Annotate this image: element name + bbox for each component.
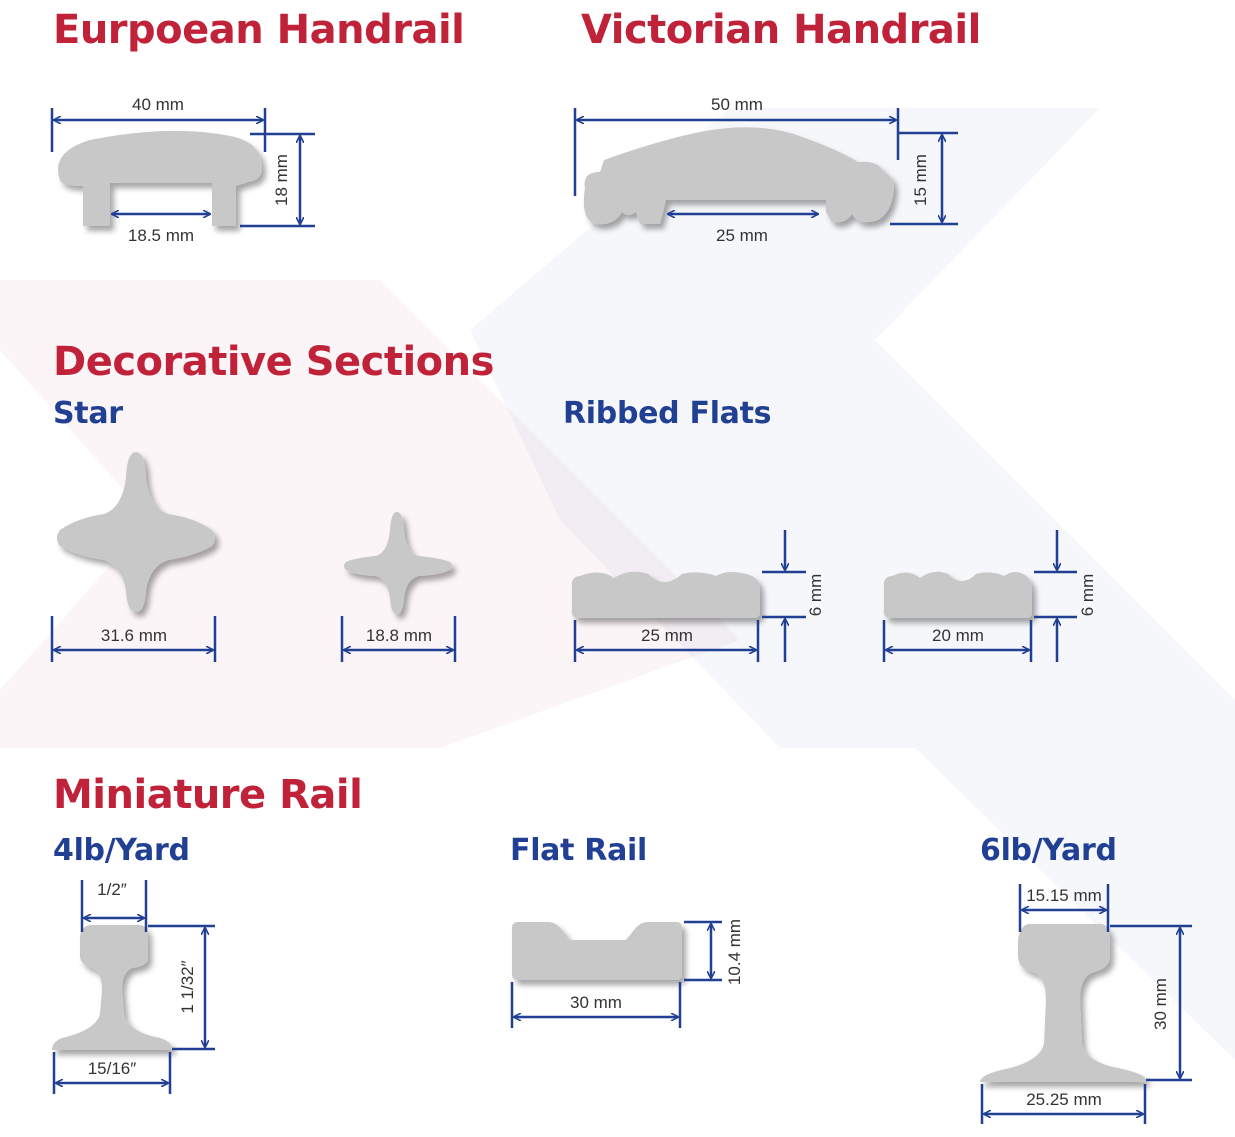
large-star-profile (57, 452, 215, 612)
victorian-height-label: 15 mm (911, 154, 930, 206)
victorian-handrail-diagram: 50 mm 15 mm 25 mm (573, 95, 958, 245)
six-lb-yard-label: 6lb/Yard (980, 833, 1117, 868)
ribbed-flats-diagram: 25 mm 6 mm 20 mm 6 mm (572, 530, 1097, 662)
ribbed-flat-narrow-profile (884, 571, 1032, 618)
blue-chevron (470, 108, 1235, 1060)
victorian-gap-label: 25 mm (716, 226, 768, 245)
six-lb-head-width-label: 15.15 mm (1026, 886, 1102, 905)
european-handrail-title: Eurpoean Handrail (53, 7, 465, 53)
red-chevron (0, 280, 740, 748)
miniature-rail-title: Miniature Rail (53, 772, 363, 818)
four-lb-yard-diagram: 1/2″ 1 1/32″ 15/16″ (52, 880, 215, 1094)
flat-rail-height-label: 10.4 mm (725, 919, 744, 985)
ribbed-wide-width-label: 25 mm (641, 626, 693, 645)
six-lb-yard-diagram: 15.15 mm 30 mm 25.25 mm (980, 884, 1192, 1124)
european-handrail-diagram: 40 mm 18 mm 18.5 mm (50, 95, 315, 245)
four-lb-height-label: 1 1/32″ (178, 960, 197, 1013)
small-star-profile (344, 512, 452, 614)
six-lb-base-width-label: 25.25 mm (1026, 1090, 1102, 1109)
flat-rail-profile (512, 922, 682, 980)
ribbed-flat-wide-profile (572, 571, 760, 618)
ribbed-narrow-width-label: 20 mm (932, 626, 984, 645)
small-star-width-label: 18.8 mm (366, 626, 432, 645)
european-gap-label: 18.5 mm (128, 226, 194, 245)
large-star-width-label: 31.6 mm (101, 626, 167, 645)
victorian-width-label: 50 mm (711, 95, 763, 114)
ribbed-flats-label: Ribbed Flats (563, 396, 772, 431)
six-lb-rail-profile (980, 924, 1146, 1082)
decorative-sections-title: Decorative Sections (53, 339, 494, 385)
star-label: Star (53, 396, 123, 431)
four-lb-head-width-label: 1/2″ (97, 880, 127, 899)
star-diagram: 31.6 mm 18.8 mm (50, 452, 457, 662)
four-lb-rail-profile (52, 925, 172, 1050)
victorian-handrail-profile (583, 127, 894, 225)
ribbed-wide-height-label: 6 mm (806, 574, 825, 617)
four-lb-base-width-label: 15/16″ (88, 1059, 137, 1078)
flat-rail-label: Flat Rail (510, 833, 648, 868)
flat-rail-width-label: 30 mm (570, 993, 622, 1012)
flat-rail-diagram: 30 mm 10.4 mm (510, 919, 744, 1028)
six-lb-height-label: 30 mm (1151, 978, 1170, 1030)
victorian-handrail-title: Victorian Handrail (581, 7, 981, 53)
european-width-label: 40 mm (132, 95, 184, 114)
ribbed-narrow-height-label: 6 mm (1078, 574, 1097, 617)
european-handrail-profile (58, 130, 262, 226)
european-height-label: 18 mm (272, 154, 291, 206)
four-lb-yard-label: 4lb/Yard (53, 833, 190, 868)
